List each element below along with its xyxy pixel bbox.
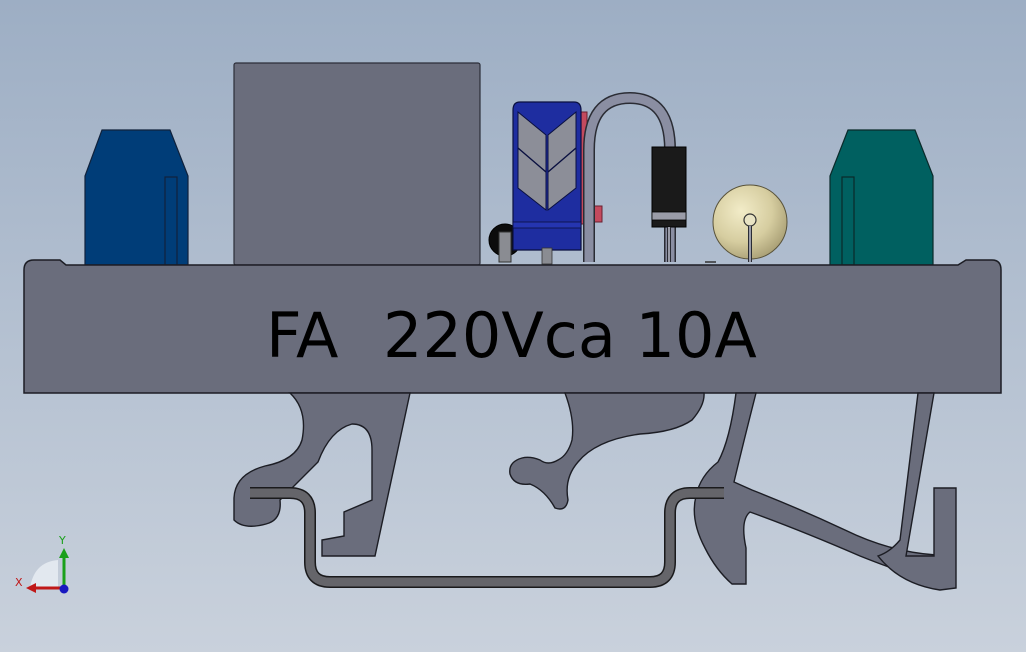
diode[interactable] bbox=[651, 146, 687, 262]
housing-label-rating: 220Vca 10A bbox=[383, 299, 757, 372]
capacitor[interactable] bbox=[512, 101, 582, 265]
din-rail bbox=[250, 487, 724, 588]
wire-loop bbox=[583, 91, 676, 262]
indicator-lamp[interactable] bbox=[705, 184, 788, 263]
x-axis-label: X bbox=[15, 576, 23, 589]
relay-housing[interactable]: FA 220Vca 10A bbox=[23, 259, 1002, 394]
y-axis bbox=[59, 548, 69, 588]
din-rail-clip[interactable] bbox=[233, 392, 957, 591]
terminal-block-left[interactable] bbox=[84, 129, 189, 266]
housing-label-fa: FA bbox=[266, 299, 338, 372]
relay-body[interactable] bbox=[233, 62, 481, 266]
terminal-block-right[interactable] bbox=[829, 129, 934, 266]
axis-triad: Y X bbox=[15, 534, 69, 594]
y-axis-label: Y bbox=[58, 534, 66, 547]
triad-plane bbox=[30, 560, 58, 588]
x-axis bbox=[26, 583, 64, 593]
z-axis-dot bbox=[59, 584, 69, 594]
